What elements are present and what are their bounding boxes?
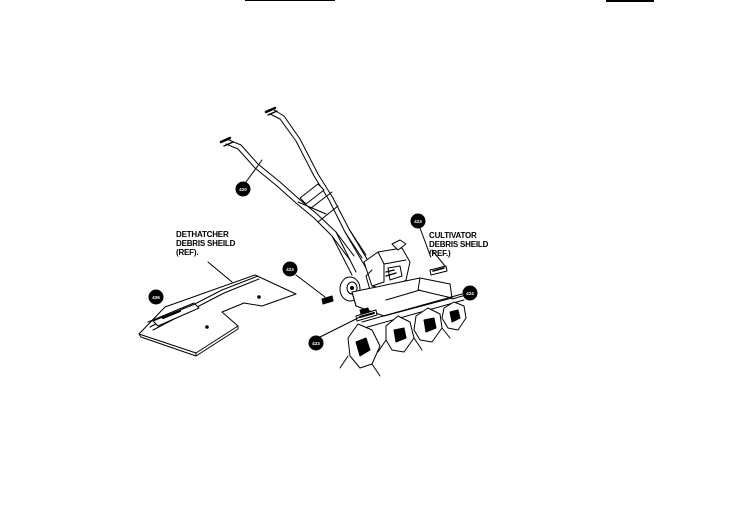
callout-426: 426 xyxy=(148,289,164,305)
callout-423-right: 423 xyxy=(410,213,426,229)
dethatcher-label-line: DEBRIS SHEILD xyxy=(176,239,236,248)
scan-edge-mark xyxy=(245,0,335,1)
svg-text:424: 424 xyxy=(466,291,474,296)
cultivator-label: CULTIVATOR DEBRIS SHEILD (REF.) xyxy=(429,231,488,258)
cultivator-label-line: DEBRIS SHEILD xyxy=(429,240,489,249)
callouts: 426 420 423 423 423 424 xyxy=(148,181,478,351)
cultivator-label-line: (REF.) xyxy=(429,249,451,258)
svg-text:420: 420 xyxy=(239,187,247,192)
callout-423-lower: 423 xyxy=(308,335,324,351)
tiller-assembly xyxy=(219,106,467,377)
dethatcher-label-line: DETHATCHER xyxy=(176,230,229,239)
svg-text:423: 423 xyxy=(312,341,320,346)
callout-424: 424 xyxy=(462,285,478,301)
svg-text:426: 426 xyxy=(152,295,160,300)
dethatcher-shield xyxy=(138,261,297,357)
tine-set xyxy=(339,301,467,377)
dethatcher-label-line: (REF). xyxy=(176,248,199,257)
svg-text:423: 423 xyxy=(414,219,422,224)
scan-edge-mark xyxy=(606,0,654,2)
dethatcher-label: DETHATCHER DEBRIS SHEILD (REF). xyxy=(176,230,235,257)
cultivator-label-line: CULTIVATOR xyxy=(429,231,477,240)
callout-423-upper: 423 xyxy=(282,261,298,277)
svg-text:423: 423 xyxy=(286,267,294,272)
callout-420: 420 xyxy=(235,181,251,197)
